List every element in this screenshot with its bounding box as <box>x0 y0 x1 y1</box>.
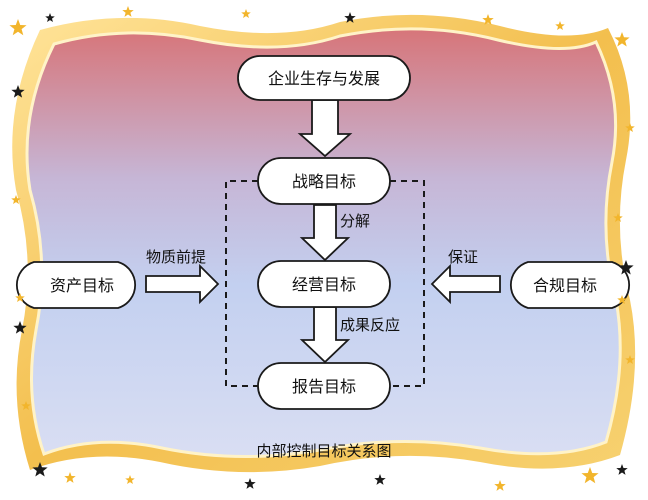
star-icon <box>614 32 630 47</box>
edge-label-guarantee: 保证 <box>448 248 478 266</box>
dashed-bracket-right <box>390 180 425 387</box>
star-icon <box>15 293 25 303</box>
star-icon <box>244 478 256 489</box>
dashed-bracket-left <box>225 180 258 387</box>
arrow-compliance-to-center <box>430 263 501 305</box>
arrows <box>145 99 501 364</box>
edge-label-asset-premise: 物质前提 <box>146 248 206 266</box>
node-compliance-label: 合规目标 <box>533 276 597 295</box>
star-icon <box>11 85 25 98</box>
star-icon <box>125 475 135 485</box>
node-operation-label: 经营目标 <box>292 275 356 294</box>
star-icon <box>64 472 76 483</box>
star-icon <box>618 260 634 275</box>
star-icon <box>581 467 599 484</box>
star-icon <box>122 6 134 17</box>
node-strategy-label: 战略目标 <box>292 172 356 191</box>
star-icon <box>625 123 635 133</box>
star-icon <box>9 19 27 36</box>
star-icon <box>32 462 48 477</box>
node-survival-label: 企业生存与发展 <box>268 69 380 88</box>
node-report: 报告目标 <box>257 362 391 410</box>
star-icon <box>482 14 494 25</box>
arrow-survival-to-strategy <box>297 99 353 158</box>
decorative-stars <box>9 6 635 491</box>
star-icon <box>617 295 627 305</box>
star-icon <box>241 9 251 19</box>
node-strategy: 战略目标 <box>257 157 391 205</box>
star-icon <box>344 12 356 23</box>
star-icon <box>494 480 506 491</box>
star-icon <box>45 13 55 23</box>
arrow-asset-to-center <box>145 263 220 305</box>
star-icon <box>13 321 27 334</box>
star-icon <box>616 464 628 475</box>
node-compliance: 合规目标 <box>509 261 631 309</box>
star-icon <box>21 401 31 411</box>
star-icon <box>555 21 565 31</box>
star-icon <box>613 213 623 223</box>
edge-label-decompose: 分解 <box>340 212 370 230</box>
node-operation: 经营目标 <box>257 260 391 308</box>
star-icon <box>11 195 21 205</box>
diagram-caption: 内部控制目标关系图 <box>256 442 391 460</box>
node-asset-label: 资产目标 <box>50 276 114 295</box>
node-survival: 企业生存与发展 <box>237 55 411 101</box>
star-icon <box>374 474 386 485</box>
edge-label-feedback: 成果反应 <box>340 316 400 334</box>
arrow-operation-to-report <box>299 306 351 364</box>
node-asset: 资产目标 <box>15 261 137 309</box>
star-icon <box>625 355 635 365</box>
arrow-strategy-to-operation <box>299 204 351 262</box>
node-report-label: 报告目标 <box>292 377 356 396</box>
